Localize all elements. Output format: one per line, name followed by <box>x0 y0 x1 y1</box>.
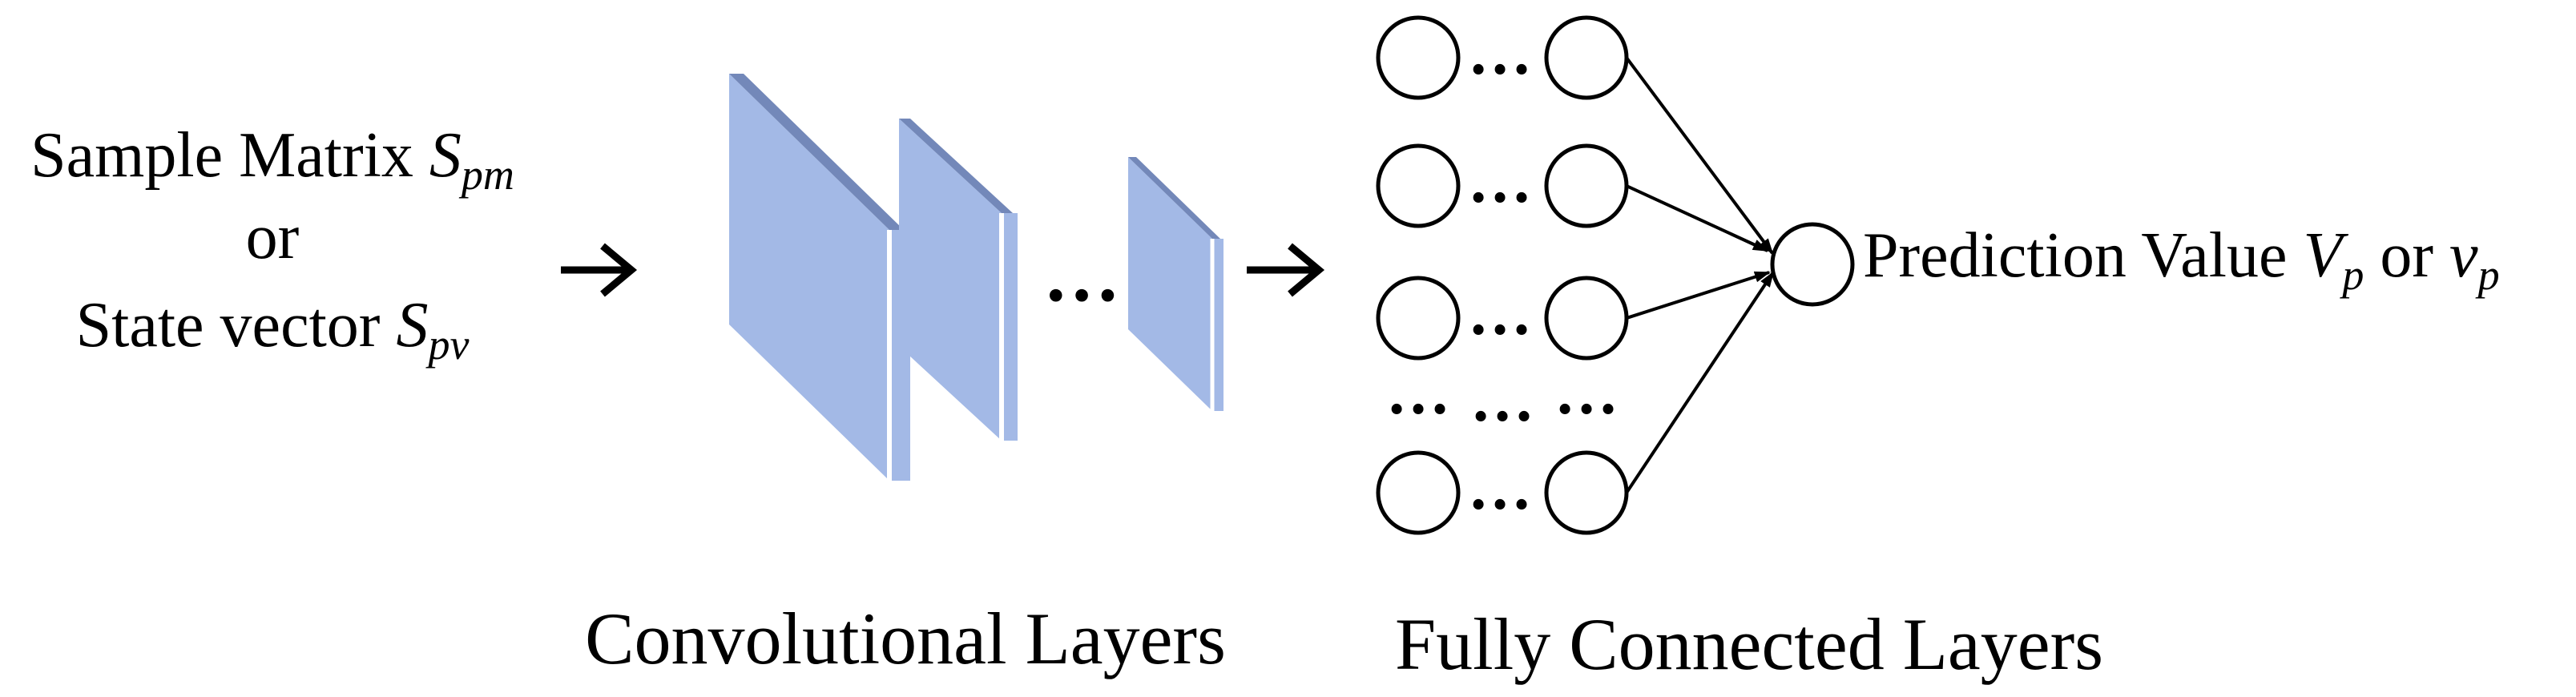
fc-row-3-ellipsis: … <box>1468 278 1532 348</box>
input-label-line2: or <box>246 202 300 272</box>
fc-neuron-2-right <box>1544 143 1629 228</box>
fc-row-4: … <box>1376 450 1629 535</box>
fc-neuron-2-left <box>1376 143 1461 228</box>
fc-row-2-ellipsis: … <box>1468 146 1532 216</box>
connection-row-1 <box>1625 56 1774 255</box>
fc-connections <box>1625 56 1775 494</box>
fc-row-1: … <box>1376 15 1629 100</box>
fc-vertical-ellipsis: … … … <box>1386 357 1619 435</box>
conv-layer-2 <box>899 119 1018 441</box>
fc-row-1-ellipsis: … <box>1468 18 1532 88</box>
fc-neuron-1-left <box>1376 15 1461 100</box>
arrow-input-to-conv <box>561 243 638 297</box>
output-label: Prediction Value Vp or vp <box>1863 220 2500 299</box>
conv-ellipsis: … <box>1043 232 1120 317</box>
fc-neuron-1-right <box>1544 15 1629 100</box>
fc-col-ellipsis-3: … <box>1554 357 1619 428</box>
fc-col-ellipsis-1: … <box>1386 357 1450 428</box>
fc-neuron-4-right <box>1544 450 1629 535</box>
arrow-conv-to-fc <box>1247 243 1325 297</box>
fc-neuron-3-left <box>1376 276 1461 361</box>
connection-row-4 <box>1625 271 1775 494</box>
conv-caption: Convolutional Layers <box>585 598 1226 679</box>
fc-row-2: … <box>1376 143 1629 228</box>
connection-row-2 <box>1626 184 1769 252</box>
conv-layers: … <box>729 74 1223 481</box>
fc-neuron-4-left <box>1376 450 1461 535</box>
fc-col-ellipsis-2: … <box>1470 365 1534 435</box>
conv-layer-1 <box>729 74 910 481</box>
conv-layer-3 <box>1128 157 1223 411</box>
fc-row-4-ellipsis: … <box>1468 453 1532 523</box>
fc-caption: Fully Connected Layers <box>1395 603 2103 685</box>
fc-neuron-3-right <box>1544 276 1629 361</box>
fc-row-3: … <box>1376 276 1629 361</box>
connection-row-3 <box>1626 271 1771 320</box>
fc-layers: … … … … … … … <box>1376 15 1855 535</box>
output-neuron <box>1770 222 1855 307</box>
input-label-line3: State vector Spv <box>76 290 470 369</box>
input-label-line1: Sample Matrix Spm <box>30 120 514 199</box>
